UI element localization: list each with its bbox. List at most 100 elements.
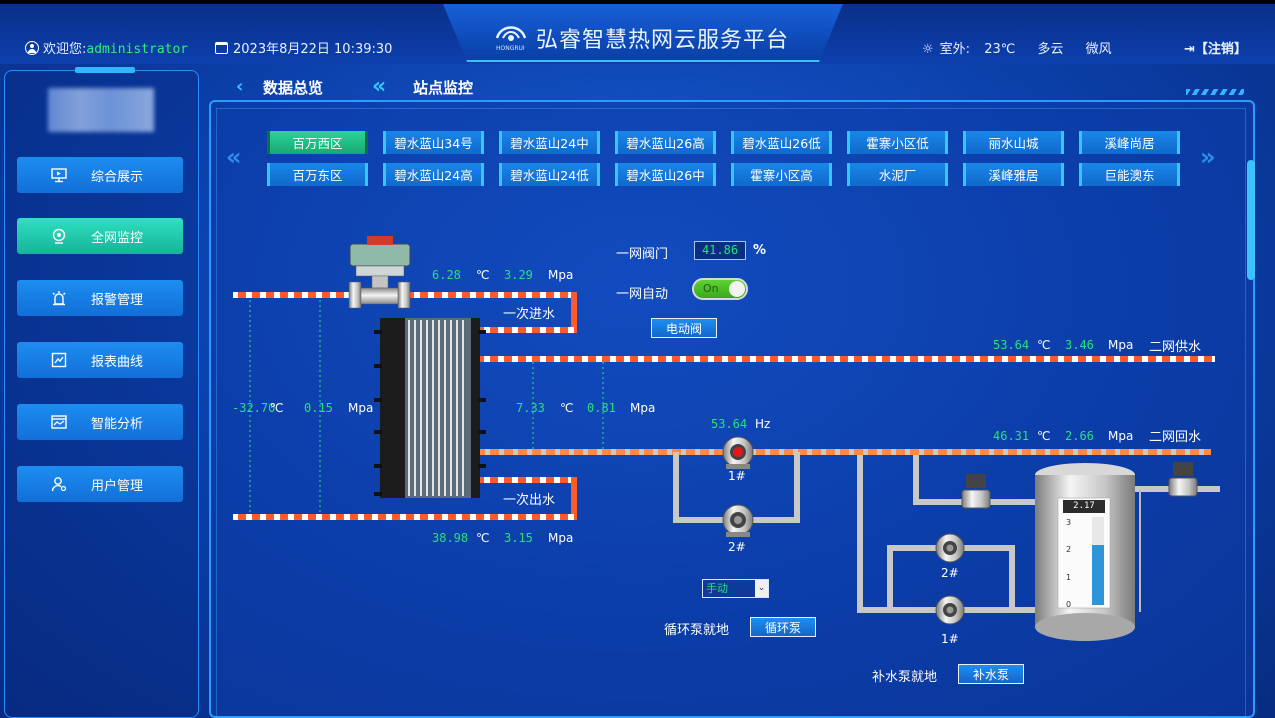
site-button[interactable]: 碧水蓝山24低: [499, 163, 600, 186]
pump-1-label: 1#: [728, 469, 746, 483]
primary-return-temp: 38.98: [432, 531, 469, 545]
primary-return-press: 3.15: [504, 531, 533, 545]
tank-tick: 0: [1066, 600, 1072, 609]
secondary-return-pipe: [478, 449, 1211, 455]
sidebar-item-users[interactable]: 用户管理: [17, 466, 183, 502]
sidebar-item-label: 全网监控: [91, 230, 144, 246]
wind: 微风: [1085, 42, 1112, 57]
circulation-pump-1[interactable]: [722, 436, 754, 469]
toggle-knob: [729, 281, 745, 297]
site-button[interactable]: 碧水蓝山34号: [383, 131, 484, 154]
makeup-pump-1[interactable]: [935, 595, 965, 625]
tab-site-monitor[interactable]: 站点监控: [413, 79, 474, 97]
header-deco-stripes: [1186, 89, 1244, 95]
valve-label: 一网阀门: [616, 247, 669, 262]
makeup-pump-2[interactable]: [935, 533, 965, 563]
makeup-pump-2-label: 2#: [941, 566, 959, 580]
unit-temp: ℃: [476, 531, 490, 545]
unit-press: Mpa: [548, 268, 574, 282]
site-button[interactable]: 巨能澳东: [1079, 163, 1180, 186]
mid-temp: 7.33: [516, 401, 545, 415]
site-button[interactable]: 碧水蓝山24高: [383, 163, 484, 186]
logo-icon: HONGRUI: [495, 26, 527, 52]
heat-exchanger: [374, 318, 486, 498]
user-gear-icon: [51, 476, 67, 492]
unit-press: Mpa: [1108, 429, 1134, 443]
site-button[interactable]: 水泥厂: [847, 163, 948, 186]
site-button[interactable]: 碧水蓝山26低: [731, 131, 832, 154]
site-button[interactable]: 溪峰尚居: [1079, 131, 1180, 154]
electric-valve[interactable]: [348, 236, 411, 309]
valve-unit: %: [753, 243, 767, 258]
site-button[interactable]: 丽水山城: [963, 131, 1064, 154]
mode-select[interactable]: 手动 ⌄: [702, 579, 769, 598]
monitor-icon: [51, 167, 67, 183]
secondary-supply-pipe: [478, 356, 1215, 362]
secondary-supply-label: 二网供水: [1149, 340, 1202, 355]
site-button[interactable]: 碧水蓝山26高: [615, 131, 716, 154]
calendar-icon: [215, 42, 228, 54]
sites-next-icon[interactable]: »: [1200, 143, 1216, 171]
tab-chevron-icon: ‹: [236, 76, 244, 97]
auto-toggle[interactable]: On: [692, 278, 748, 300]
indicator-lines: [249, 300, 604, 514]
logout-icon: ⇥: [1184, 42, 1195, 57]
sidebar-item-analysis[interactable]: 智能分析: [17, 404, 183, 440]
unit-press: Mpa: [1108, 338, 1134, 352]
blurred-logo: [48, 88, 154, 132]
mid-press: 0.81: [587, 401, 616, 415]
water-tank: [1035, 463, 1141, 641]
makeup-pump-button[interactable]: 补水泵: [958, 664, 1024, 684]
site-button[interactable]: 百万西区: [267, 131, 368, 154]
camera-icon: [51, 228, 67, 244]
circulation-pump-button[interactable]: 循环泵: [750, 617, 816, 637]
makeup-pump-local-label: 补水泵就地: [872, 670, 938, 685]
sidebar-item-alarm[interactable]: 报警管理: [17, 280, 183, 316]
secondary-supply-press: 3.46: [1065, 338, 1094, 352]
chart-icon: [51, 352, 67, 368]
logout-button[interactable]: ⇥【注销】: [1184, 38, 1247, 57]
tab-data-overview[interactable]: 数据总览: [263, 79, 324, 97]
alarm-icon: [51, 290, 67, 306]
sidebar-item-network-monitor[interactable]: 全网监控: [17, 218, 183, 254]
primary-return-label: 一次出水: [503, 493, 556, 508]
circulation-pump-2[interactable]: [722, 504, 754, 537]
site-button[interactable]: 碧水蓝山24中: [499, 131, 600, 154]
auto-label: 一网自动: [616, 287, 669, 302]
left-press: 0.15: [304, 401, 333, 415]
pump-frequency: 53.64: [711, 417, 748, 431]
site-button[interactable]: 霍寨小区低: [847, 131, 948, 154]
electric-valve-button[interactable]: 电动阀: [651, 318, 717, 338]
frequency-unit: Hz: [755, 417, 771, 431]
mode-value: 手动: [706, 582, 728, 595]
valve-opening-field[interactable]: 41.86: [694, 241, 746, 260]
site-button[interactable]: 碧水蓝山26中: [615, 163, 716, 186]
left-temp: -32.70: [232, 401, 276, 415]
solenoid-valve-left[interactable]: [961, 474, 991, 509]
sidebar-item-overview[interactable]: 综合展示: [17, 157, 183, 193]
secondary-supply-temp: 53.64: [993, 338, 1030, 352]
site-button[interactable]: 霍寨小区高: [731, 163, 832, 186]
makeup-pump-1-label: 1#: [941, 632, 959, 646]
unit-temp: ℃: [476, 268, 490, 282]
sites-prev-icon[interactable]: «: [226, 143, 242, 171]
sidebar-deco: [75, 67, 135, 73]
scrollbar[interactable]: [1247, 160, 1255, 280]
sidebar-item-label: 综合展示: [91, 169, 144, 185]
secondary-return-press: 2.66: [1065, 429, 1094, 443]
sidebar-item-label: 用户管理: [91, 478, 144, 494]
datetime-area: 2023年8月22日 10:39:30: [215, 38, 392, 57]
solenoid-valve-right[interactable]: [1168, 462, 1198, 497]
primary-supply-press: 3.29: [504, 268, 533, 282]
logo-text: HONGRUI: [496, 45, 525, 52]
unit-press: Mpa: [630, 401, 656, 415]
site-button[interactable]: 溪峰雅居: [963, 163, 1064, 186]
weather-area: ☼室外: 23℃ 多云 微风: [922, 38, 1112, 57]
secondary-return-temp: 46.31: [993, 429, 1030, 443]
sidebar-item-report[interactable]: 报表曲线: [17, 342, 183, 378]
sidebar-item-label: 智能分析: [91, 416, 144, 432]
sidebar-item-label: 报警管理: [91, 292, 144, 308]
site-button[interactable]: 百万东区: [267, 163, 368, 186]
welcome-label: 欢迎您:: [43, 42, 87, 57]
